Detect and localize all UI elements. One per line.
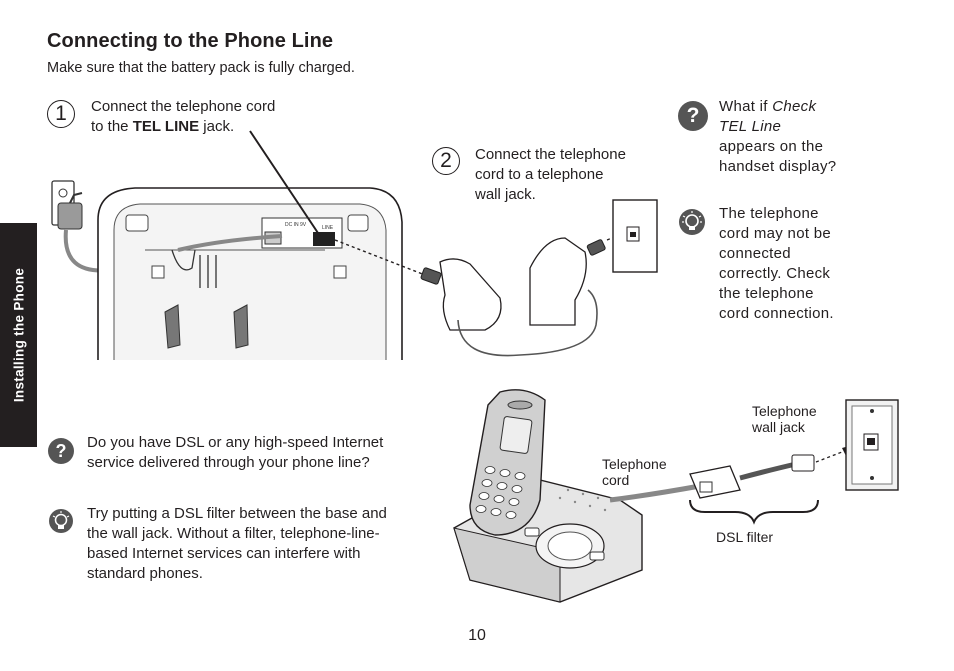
connection-dotted-line: [334, 239, 426, 276]
faq-left-answer-line-3: based Internet services can interfere wi…: [87, 545, 361, 562]
faq-right-question-line-3: appears on the: [719, 138, 824, 155]
faq-left-question: Do you have DSL or any high-speed Intern…: [87, 433, 383, 473]
lightbulb-tip-icon: [49, 509, 73, 533]
faq-left-question-line-1: Do you have DSL or any high-speed Intern…: [87, 434, 384, 451]
page-number: 10: [468, 627, 486, 644]
dsl-filter-brace: [689, 499, 819, 525]
section-side-tab: Installing the Phone: [0, 223, 37, 447]
faq-right-question-line-1: What if Check: [719, 97, 836, 117]
base-unit-bottom-view: DC IN 9V LINE: [97, 187, 403, 360]
power-cord-into-base: [177, 234, 283, 252]
faq-right-question-italic-2: TEL Line: [719, 118, 782, 135]
modular-plug-icon: [791, 454, 815, 472]
step-1-line-2-post: jack.: [199, 118, 235, 135]
dsl-filter-icon: [689, 465, 741, 499]
step-1-pointer-line: [249, 130, 321, 237]
wall-jack-dotted-line-bottom: [815, 451, 843, 463]
faq-right-answer-line-5: the telephone: [719, 285, 814, 302]
faq-left-question-line-2: service delivered through your phone lin…: [87, 454, 370, 471]
step-1-number: 1: [47, 100, 75, 128]
step-2-line-1: Connect the telephone: [475, 146, 626, 163]
dc-in-jack-label: DC IN 9V: [285, 222, 307, 228]
filter-to-jack-cord: [739, 461, 797, 481]
page-subtitle: Make sure that the battery pack is fully…: [47, 60, 355, 76]
power-adapter-icon: [57, 192, 83, 230]
faq-right-answer-line-4: correctly. Check: [719, 265, 831, 282]
wall-jack-icon: [612, 199, 658, 273]
faq-right-answer-line-6: cord connection.: [719, 305, 834, 322]
step-1-line-1: Connect the telephone cord: [91, 98, 276, 115]
step-1-text: Connect the telephone cord to the TEL LI…: [91, 97, 275, 137]
hand-holding-plug-right: [529, 237, 606, 326]
telephone-cord-bottom: [609, 483, 701, 503]
label-cord-line-1: Telephone: [602, 456, 667, 472]
label-dsl-filter: DSL filter: [716, 529, 774, 545]
label-wall-jack-line-1: Telephone: [752, 403, 817, 419]
page-title: Connecting to the Phone Line: [47, 30, 334, 52]
step-1-line-2: to the TEL LINE jack.: [91, 117, 275, 137]
step-1-tel-line-label: TEL LINE: [132, 118, 200, 135]
step-2-number: 2: [432, 147, 460, 175]
faq-right-question-line-2: TEL Line: [719, 117, 836, 137]
faq-right-question-line-4: handset display?: [719, 158, 837, 175]
faq-right-answer: The telephone cord may not be connected …: [719, 204, 834, 324]
label-wall-jack: Telephone wall jack: [752, 403, 817, 435]
label-telephone-cord: Telephone cord: [602, 456, 667, 488]
faq-right-question-pre: What if: [719, 98, 773, 115]
step-2-line-3: wall jack.: [475, 186, 536, 203]
faq-right-question-italic-1: Check: [772, 98, 817, 115]
faq-right-answer-line-2: cord may not be: [719, 225, 832, 242]
cordless-handset: [469, 389, 546, 536]
line-jack-label: LINE: [322, 225, 334, 231]
step-2-text: Connect the telephone cord to a telephon…: [475, 145, 626, 205]
question-icon: ?: [678, 101, 708, 131]
label-cord-line-2: cord: [602, 472, 630, 488]
wall-jack-bottom-icon: [845, 399, 899, 491]
step-1-line-2-pre: to the: [91, 118, 133, 135]
faq-left-answer: Try putting a DSL filter between the bas…: [87, 504, 387, 584]
faq-right-answer-line-1: The telephone: [719, 205, 819, 222]
question-icon: ?: [48, 438, 74, 464]
label-wall-jack-line-2: wall jack: [752, 419, 805, 435]
hand-holding-plug-left: [420, 258, 502, 331]
telephone-cord-top: [457, 289, 598, 357]
faq-left-answer-line-2: the wall jack. Without a filter, telepho…: [87, 525, 380, 542]
faq-left-answer-line-4: standard phones.: [87, 565, 203, 582]
faq-right-answer-line-3: connected: [719, 245, 791, 262]
step-2-line-2: cord to a telephone: [475, 166, 604, 183]
faq-right-question: What if Check TEL Line appears on the ha…: [719, 97, 836, 177]
faq-left-answer-line-1: Try putting a DSL filter between the bas…: [87, 505, 387, 522]
lightbulb-tip-icon: [679, 209, 705, 235]
